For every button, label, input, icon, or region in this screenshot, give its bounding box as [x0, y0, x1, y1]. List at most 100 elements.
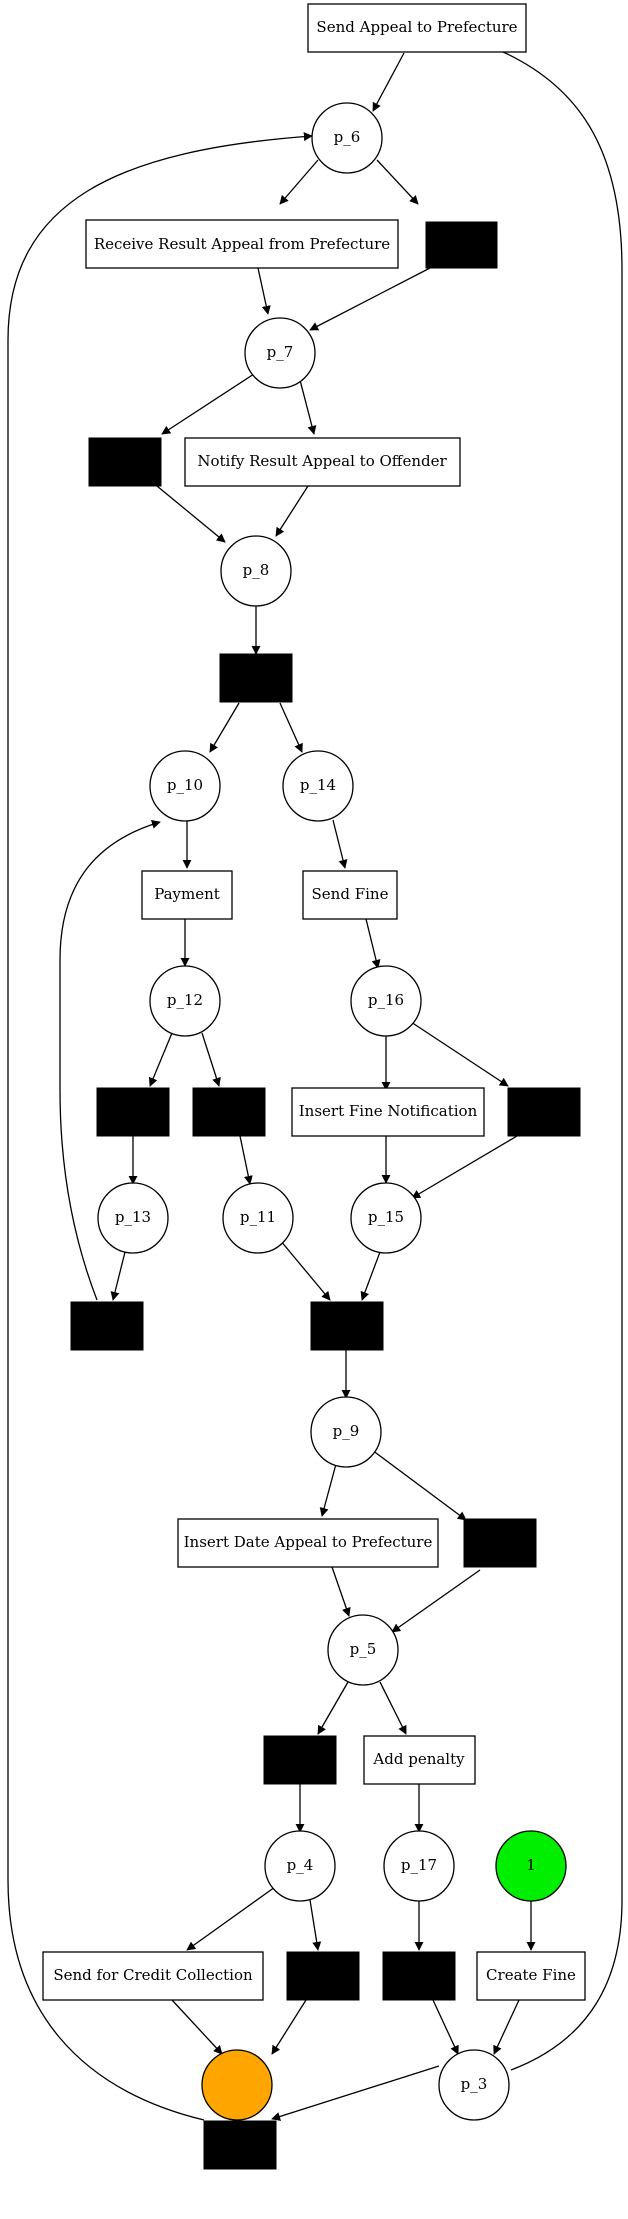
place-label-p8: p_8: [243, 561, 270, 579]
silent-transition-11[interactable]: [286, 1951, 360, 2001]
silent-transition-2[interactable]: [88, 437, 162, 487]
silent-transition-1[interactable]: [425, 221, 498, 269]
place-label-p3: p_3: [461, 2075, 488, 2093]
transition-label-add-penalty: Add penalty: [372, 1750, 465, 1768]
place-label-p10: p_10: [167, 776, 203, 794]
arc-p6-to-receive-result: [279, 159, 319, 205]
silent-transition-7[interactable]: [70, 1301, 144, 1351]
arc-p12-to-silent-4: [148, 1032, 173, 1087]
transition-add-penalty[interactable]: Add penalty: [363, 1735, 476, 1785]
arc-send-appeal-to-p6: [372, 52, 405, 112]
silent-transition-9[interactable]: [463, 1518, 537, 1568]
place-label-p12: p_12: [167, 991, 203, 1009]
arc-p3-to-send-appeal: [483, 42, 623, 2071]
arc-p5-to-silent-10: [317, 1681, 349, 1735]
place-p11[interactable]: p_11: [222, 1182, 294, 1254]
arc-p7-to-notify-result: [299, 379, 317, 435]
silent-transition-4[interactable]: [96, 1087, 170, 1137]
transition-insert-date-appeal[interactable]: Insert Date Appeal to Prefecture: [177, 1518, 439, 1568]
place-p15[interactable]: p_15: [350, 1182, 422, 1254]
arc-p5-to-add-penalty: [379, 1681, 407, 1735]
arc-create-fine-to-p3: [493, 1999, 520, 2055]
arc-silent-5-to-p11: [239, 1135, 253, 1185]
place-label-p9: p_9: [333, 1422, 360, 1440]
place-p17[interactable]: p_17: [383, 1830, 455, 1902]
arc-p11-to-silent-8: [279, 1239, 331, 1301]
transition-notify-result[interactable]: Notify Result Appeal to Offender: [184, 437, 461, 487]
silent-transition-12[interactable]: [382, 1951, 456, 2001]
arc-p9-to-insert-date-appeal: [319, 1463, 337, 1517]
arc-p4-to-silent-11: [309, 1899, 322, 1951]
place-p8[interactable]: p_8: [220, 535, 292, 607]
place-label-p17: p_17: [401, 1856, 437, 1874]
transition-label-send-appeal: Send Appeal to Prefecture: [316, 18, 517, 36]
arc-p7-to-silent-2: [161, 373, 255, 435]
arc-p9-to-silent-9: [371, 1449, 467, 1521]
transition-label-insert-date-appeal: Insert Date Appeal to Prefecture: [184, 1533, 433, 1551]
place-label-start: 1: [526, 1856, 536, 1874]
transition-label-send-fine: Send Fine: [312, 885, 389, 903]
place-p10[interactable]: p_10: [149, 750, 221, 822]
place-label-p5: p_5: [350, 1640, 377, 1658]
place-label-p7: p_7: [267, 343, 294, 361]
place-start[interactable]: 1: [495, 1830, 567, 1902]
transition-send-fine[interactable]: Send Fine: [302, 870, 398, 920]
arc-notify-result-to-p8: [275, 485, 309, 537]
place-label-p14: p_14: [300, 776, 336, 794]
arc-p13-to-silent-7: [110, 1251, 126, 1301]
place-p3[interactable]: p_3: [438, 2049, 510, 2121]
silent-transitions: [70, 221, 581, 2170]
transition-label-create-fine: Create Fine: [486, 1966, 576, 1984]
place-label-p13: p_13: [115, 1208, 151, 1226]
place-label-p4: p_4: [287, 1856, 314, 1874]
arc-p14-to-send-fine: [332, 819, 348, 869]
arc-send-fine-to-p16: [365, 918, 381, 969]
arc-p12-to-silent-5: [201, 1032, 221, 1087]
transition-receive-result[interactable]: Receive Result Appeal from Prefecture: [85, 219, 399, 269]
arc-silent-13-to-p6: [7, 132, 313, 2121]
silent-transition-3[interactable]: [219, 653, 293, 703]
transition-label-notify-result: Notify Result Appeal to Offender: [197, 452, 447, 470]
transition-send-appeal[interactable]: Send Appeal to Prefecture: [307, 3, 527, 53]
arc-p16-to-silent-6: [410, 1021, 509, 1087]
arc-silent-1-to-p7: [309, 267, 431, 331]
place-p13[interactable]: p_13: [97, 1182, 169, 1254]
place-p6[interactable]: p_6: [311, 102, 383, 174]
transition-label-payment: Payment: [154, 885, 220, 903]
arc-send-credit-to-end: [171, 1999, 223, 2055]
place-p14[interactable]: p_14: [282, 750, 354, 822]
place-p7[interactable]: p_7: [244, 317, 316, 389]
transition-payment[interactable]: Payment: [141, 870, 233, 920]
transition-create-fine[interactable]: Create Fine: [476, 1951, 586, 2001]
arc-silent-12-to-p3: [432, 1999, 459, 2055]
arc-silent-3-to-p10: [209, 702, 240, 753]
transition-send-credit[interactable]: Send for Credit Collection: [42, 1951, 264, 2001]
place-p12[interactable]: p_12: [149, 965, 221, 1037]
arc-p3-to-silent-13: [271, 2065, 440, 2121]
arc-p6-to-silent-1: [376, 159, 419, 205]
transition-insert-fine-notification[interactable]: Insert Fine Notification: [291, 1087, 485, 1137]
arc-insert-date-appeal-to-p5: [331, 1566, 351, 1617]
arc-receive-result-to-p7: [257, 267, 271, 315]
place-end[interactable]: [201, 2049, 273, 2121]
arc-silent-11-to-end: [271, 1999, 307, 2055]
place-p4[interactable]: p_4: [264, 1830, 336, 1902]
silent-transition-6[interactable]: [507, 1087, 581, 1137]
transition-label-insert-fine-notification: Insert Fine Notification: [299, 1102, 478, 1120]
silent-transition-10[interactable]: [263, 1735, 337, 1785]
place-p16[interactable]: p_16: [350, 965, 422, 1037]
arc-silent-3-to-p14: [279, 702, 303, 753]
arcs: [7, 42, 623, 2121]
place-label-p6: p_6: [334, 128, 361, 146]
place-label-p16: p_16: [368, 991, 404, 1009]
place-label-p15: p_15: [368, 1208, 404, 1226]
place-p9[interactable]: p_9: [310, 1396, 382, 1468]
silent-transition-5[interactable]: [192, 1087, 266, 1137]
place-p5[interactable]: p_5: [327, 1614, 399, 1686]
silent-transition-8[interactable]: [310, 1301, 384, 1351]
silent-transition-13[interactable]: [203, 2120, 277, 2170]
place-label-p11: p_11: [240, 1208, 276, 1226]
arc-p4-to-send-credit: [186, 1886, 276, 1951]
transition-label-send-credit: Send for Credit Collection: [53, 1966, 253, 1984]
